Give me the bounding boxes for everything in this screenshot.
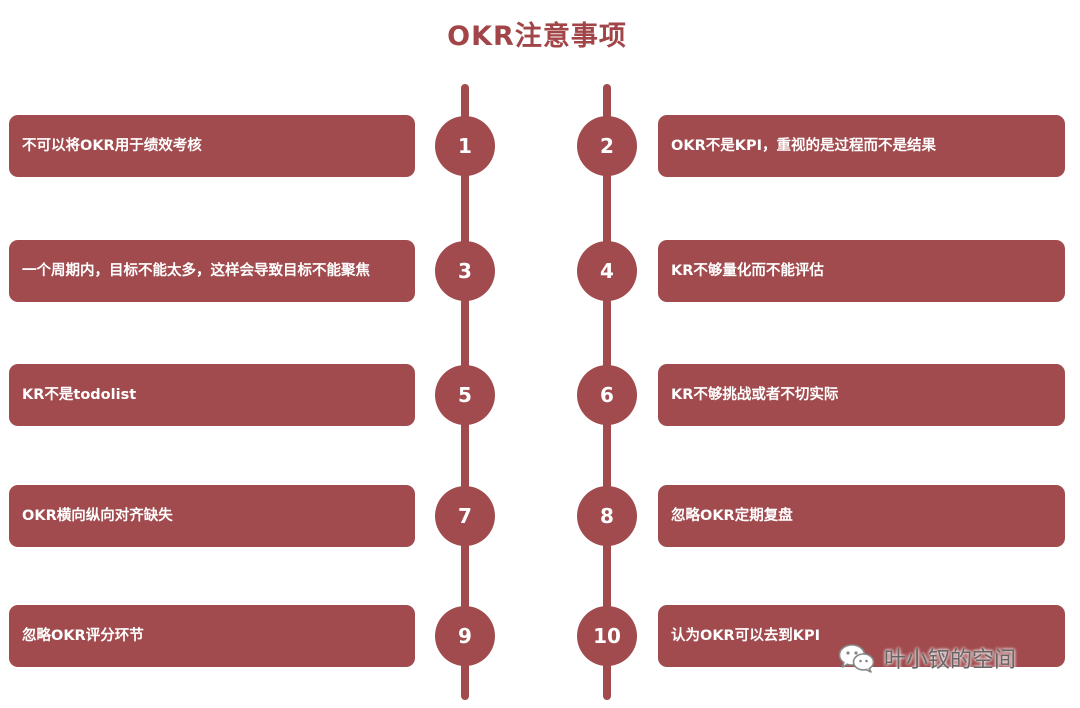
item-number-2: 2 — [577, 116, 637, 176]
item-card-5: KR不是todolist — [9, 364, 415, 426]
item-number-6: 6 — [577, 365, 637, 425]
item-number-9: 9 — [435, 606, 495, 666]
item-number-10: 10 — [577, 606, 637, 666]
item-card-9: 忽略OKR评分环节 — [9, 605, 415, 667]
wechat-icon — [838, 644, 875, 673]
item-card-8: 忽略OKR定期复盘 — [658, 485, 1065, 547]
item-card-3: 一个周期内，目标不能太多，这样会导致目标不能聚焦 — [9, 240, 415, 302]
item-card-6: KR不够挑战或者不切实际 — [658, 364, 1065, 426]
item-card-4: KR不够量化而不能评估 — [658, 240, 1065, 302]
item-card-2: OKR不是KPI，重视的是过程而不是结果 — [658, 115, 1065, 177]
item-number-5: 5 — [435, 365, 495, 425]
item-card-7: OKR横向纵向对齐缺失 — [9, 485, 415, 547]
item-number-1: 1 — [435, 116, 495, 176]
item-number-3: 3 — [435, 241, 495, 301]
watermark: 叶小钗的空间 — [838, 640, 1016, 676]
diagram-title: OKR注意事项 — [447, 21, 627, 52]
item-number-8: 8 — [577, 486, 637, 546]
item-card-1: 不可以将OKR用于绩效考核 — [9, 115, 415, 177]
item-number-4: 4 — [577, 241, 637, 301]
watermark-text: 叶小钗的空间 — [884, 648, 1017, 673]
item-number-7: 7 — [435, 486, 495, 546]
